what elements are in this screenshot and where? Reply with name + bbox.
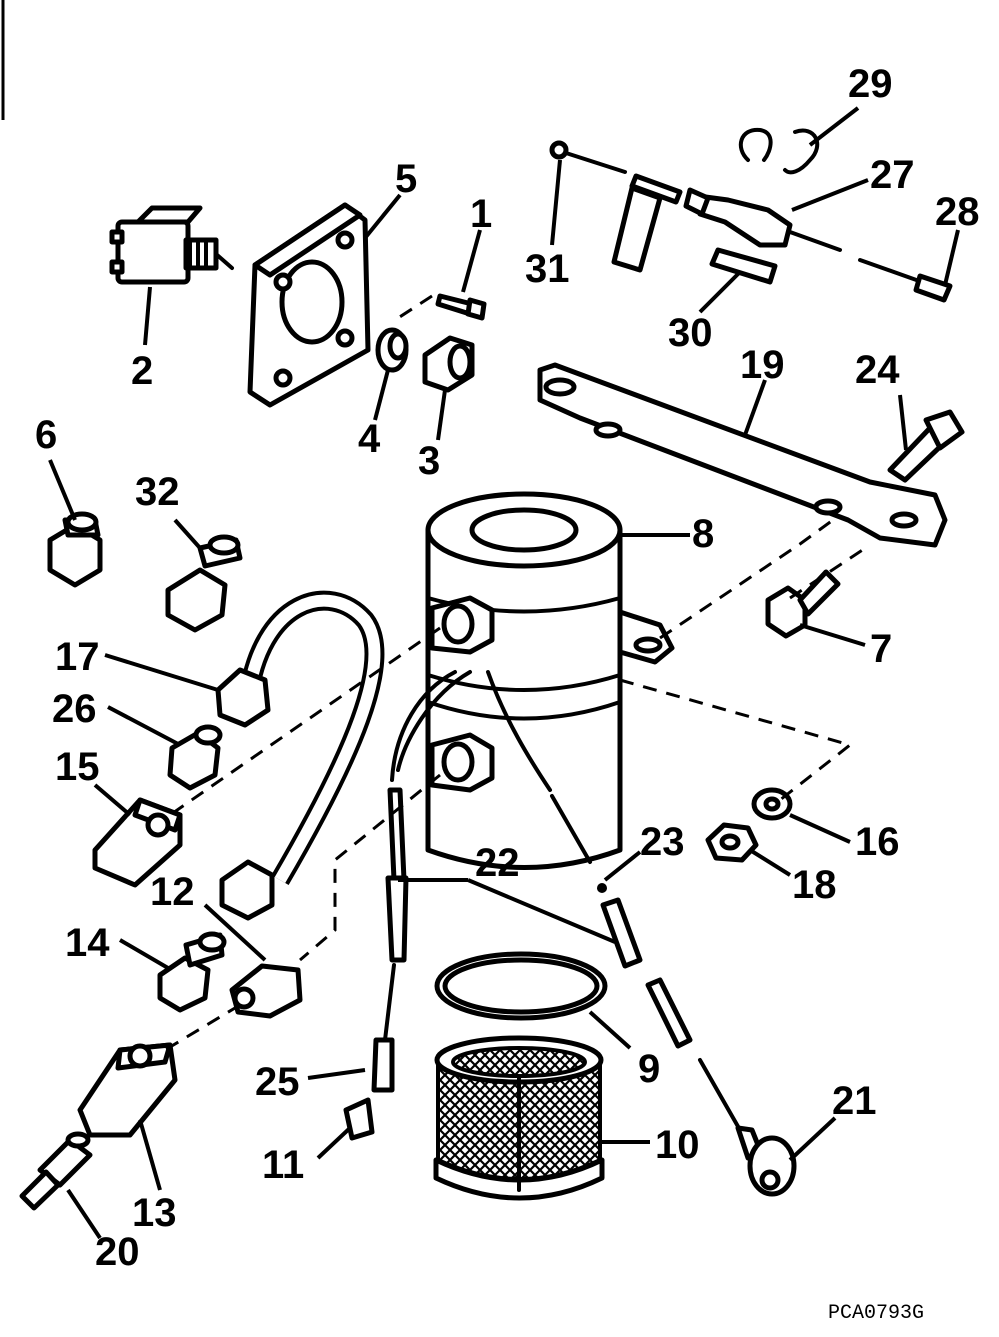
callout-31: 31 [525, 247, 570, 291]
callout-5: 5 [395, 157, 417, 201]
leader-lines [48, 106, 960, 1240]
pump-wire-left [390, 670, 457, 782]
part-6-fitting [47, 511, 103, 588]
part-32-fitting [165, 534, 243, 633]
part-2-toggle-switch [109, 205, 234, 285]
callout-10: 10 [655, 1123, 700, 1167]
part-16-lock-washer [751, 787, 793, 821]
part-13-block-fitting [77, 1042, 178, 1138]
callout-7: 7 [870, 627, 892, 671]
part-19-bracket [537, 362, 948, 548]
callout-16: 16 [855, 820, 900, 864]
assembly-line-washer [619, 678, 854, 802]
callout-11: 11 [262, 1143, 304, 1187]
part-9-o-ring [434, 951, 608, 1021]
callout-9: 9 [638, 1047, 660, 1091]
assembly-line-bottom-port [299, 773, 441, 962]
part-24-bolt [887, 409, 965, 483]
part-7-bolt [765, 569, 841, 639]
callout-12: 12 [150, 870, 195, 914]
part-15-block-fitting [92, 797, 183, 888]
callout-21: 21 [832, 1079, 877, 1123]
callout-4: 4 [358, 417, 381, 461]
part-3-knob [422, 335, 475, 393]
assembly-line-bracket [659, 518, 834, 640]
part-26-fitting [167, 724, 223, 791]
callout-3: 3 [418, 439, 440, 483]
assembly-line-bolt7 [789, 543, 871, 600]
part-21-ring-terminal-wire [550, 794, 797, 1197]
callout-2: 2 [131, 349, 153, 393]
callout-8: 8 [692, 512, 714, 556]
part-5-mounting-plate [247, 202, 371, 408]
part-17-fuel-line [215, 590, 385, 921]
part-8-fuel-pump [425, 491, 675, 870]
callout-30: 30 [668, 311, 713, 355]
part-30-fuse [709, 247, 778, 285]
part-22-wire-lead [371, 787, 409, 1093]
assembly-path-line [394, 294, 433, 322]
callout-14: 14 [65, 921, 110, 965]
part-23-grommet [597, 883, 607, 893]
callout-32: 32 [135, 470, 180, 514]
assembly-line-block [164, 1003, 241, 1052]
callout-22: 22 [475, 841, 520, 885]
callout-28: 28 [935, 190, 980, 234]
callout-25: 25 [255, 1060, 300, 1104]
part-4-nut [375, 327, 409, 373]
part-10-filter-screen [433, 1035, 605, 1201]
part-18-nut [705, 822, 759, 863]
part-27-fuse-holder [611, 173, 842, 273]
callout-29: 29 [848, 62, 893, 106]
callout-6: 6 [35, 413, 57, 457]
assembly-line-top-port [169, 626, 441, 817]
callout-1: 1 [470, 192, 492, 236]
part-11-spade-terminal [343, 1097, 375, 1141]
callout-23: 23 [640, 820, 685, 864]
callout-18: 18 [792, 863, 837, 907]
part-28-terminal-wire [858, 258, 953, 303]
figure-code: PCA0793G [828, 1302, 924, 1325]
callout-20: 20 [95, 1230, 140, 1274]
callout-27: 27 [870, 153, 915, 197]
part-1-screw [435, 293, 487, 321]
pump-wire-right [486, 670, 552, 792]
part-31-terminal-wire [549, 140, 627, 174]
part-29-clip [738, 127, 820, 175]
callout-26: 26 [52, 687, 97, 731]
pump-wire-left-2 [396, 670, 472, 772]
callout-24: 24 [855, 348, 900, 392]
part-20-barbed-fitting [19, 1131, 93, 1211]
callout-17: 17 [55, 635, 100, 679]
callout-15: 15 [55, 745, 100, 789]
part-14-fitting [157, 931, 227, 1013]
callout-13: 13 [132, 1191, 177, 1235]
callout-19: 19 [740, 343, 785, 387]
part-12-fitting [229, 963, 303, 1019]
